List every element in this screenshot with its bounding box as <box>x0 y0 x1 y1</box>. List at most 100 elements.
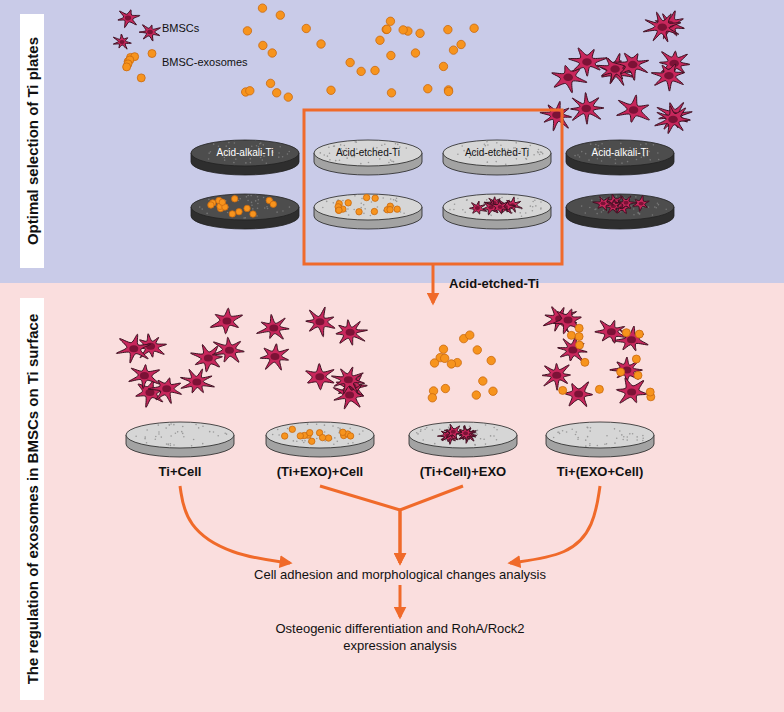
exosome <box>399 26 407 34</box>
cell-body <box>470 201 487 214</box>
plate-texture <box>167 443 169 445</box>
plate-texture <box>199 206 201 208</box>
ti-plate: (Ti+EXO)+Cell <box>250 420 390 482</box>
ti-plate: (Ti+Cell)+EXO <box>393 420 533 482</box>
plate-texture <box>173 424 175 426</box>
plate-texture <box>320 152 322 154</box>
plate-texture <box>490 215 492 217</box>
plate-texture <box>598 145 600 147</box>
plate-texture <box>168 444 170 446</box>
plate-texture <box>198 427 200 429</box>
plate-drawing <box>530 420 670 460</box>
plate-texture <box>287 428 289 430</box>
exosome <box>440 354 448 362</box>
cell-nucleus <box>222 317 231 324</box>
plate-texture <box>181 431 183 433</box>
cell-body <box>118 10 140 28</box>
plate-texture <box>144 436 146 438</box>
plate-texture <box>368 162 370 164</box>
plate-texture <box>585 212 587 214</box>
plate-texture <box>594 209 596 211</box>
plate-label: Acid-etched-Ti <box>312 146 424 160</box>
plate-texture <box>316 438 318 440</box>
exosome <box>581 358 589 366</box>
plate-texture <box>251 202 253 204</box>
plate-texture <box>371 201 373 203</box>
plate-texture <box>333 443 335 445</box>
plate-face <box>314 194 422 220</box>
exosome <box>336 207 342 213</box>
plate-texture <box>333 202 335 204</box>
plate-texture <box>629 433 631 435</box>
plate-texture <box>201 208 203 210</box>
cell-body <box>540 101 572 130</box>
plate-texture <box>501 197 503 199</box>
plate-texture <box>587 436 589 438</box>
legend-label: BMSCs <box>162 22 199 34</box>
exosome <box>246 87 254 95</box>
exosome <box>250 211 256 217</box>
plate-texture <box>334 145 336 147</box>
plate-texture <box>537 151 539 153</box>
cell-nucleus <box>563 74 573 81</box>
plate-texture <box>581 151 583 153</box>
plate-texture <box>539 154 541 156</box>
plate-texture <box>630 205 632 207</box>
plate-texture <box>279 146 281 148</box>
plate-texture <box>397 144 399 146</box>
plate-texture <box>395 143 397 145</box>
exosome <box>479 377 487 385</box>
cell-nucleus <box>624 201 629 205</box>
cell-body <box>558 336 588 362</box>
plate-texture <box>324 431 326 433</box>
exosome <box>466 331 474 339</box>
cell-body <box>643 12 681 42</box>
plate-face <box>566 194 674 220</box>
plate-texture <box>202 443 204 445</box>
plate-texture <box>533 154 535 156</box>
plate-texture <box>480 438 482 440</box>
plate-texture <box>328 146 330 148</box>
exosome <box>244 205 250 211</box>
plate-texture <box>420 430 422 432</box>
plate-texture <box>619 430 621 432</box>
cell-nucleus <box>664 72 674 79</box>
plate-texture <box>272 434 274 436</box>
plate-texture <box>251 145 253 147</box>
cell-nucleus <box>129 345 138 352</box>
exosome <box>449 46 457 54</box>
plate-texture <box>233 162 235 164</box>
plate-texture <box>483 438 485 440</box>
plate-texture <box>540 207 542 209</box>
plate-texture <box>337 427 339 429</box>
cell-body <box>571 93 604 125</box>
plate-texture <box>540 151 542 153</box>
plate-texture <box>621 162 623 164</box>
plate-texture <box>353 209 355 211</box>
plate-texture <box>448 427 450 429</box>
flow-arrow <box>432 265 435 303</box>
exosome <box>335 207 341 213</box>
cell-body <box>490 201 508 214</box>
plate-texture <box>464 211 466 213</box>
plate-texture <box>532 210 534 212</box>
exosome <box>376 36 384 44</box>
plate-texture <box>658 159 660 161</box>
plate-texture <box>505 163 507 165</box>
plate-texture <box>484 143 486 145</box>
exosome <box>635 330 643 338</box>
plate-drawing <box>393 420 533 460</box>
cell-body <box>542 363 570 390</box>
plate-texture <box>359 433 361 435</box>
cell-body <box>190 345 222 372</box>
exosome <box>325 435 331 441</box>
plate-texture <box>490 435 492 437</box>
plate-texture <box>515 142 517 144</box>
plate-texture <box>591 200 593 202</box>
plate-texture <box>158 424 160 426</box>
cell-body <box>210 308 242 334</box>
exosome <box>447 360 455 368</box>
section-band: Optimal selection of Ti platesAcid-alkal… <box>0 0 784 283</box>
section-title-box: The regulation of exosomes in BMSCs on T… <box>20 298 44 700</box>
cell-nucleus <box>582 105 592 112</box>
